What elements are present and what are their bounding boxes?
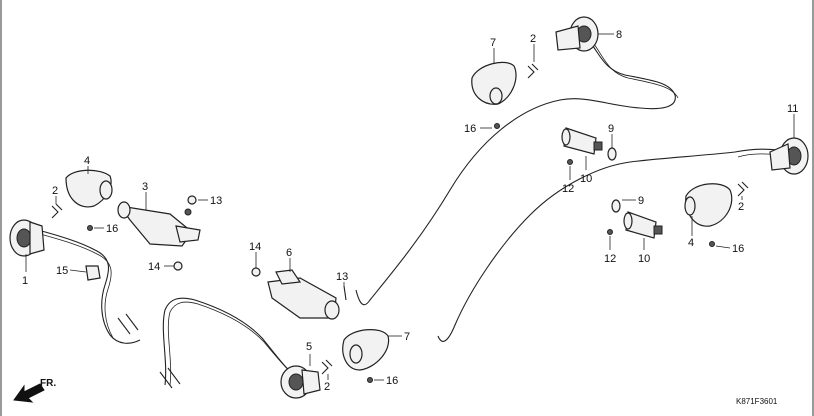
socket-8 bbox=[555, 16, 599, 52]
clip-2-top bbox=[527, 63, 539, 79]
grommet-13-left bbox=[187, 195, 197, 205]
callout-10-lower: 10 bbox=[638, 253, 650, 265]
wire-right bbox=[437, 148, 779, 342]
callout-5: 5 bbox=[306, 341, 312, 353]
wire-rear-left bbox=[162, 297, 298, 386]
wire-front-left-b bbox=[39, 233, 114, 339]
callout-2-right: 2 bbox=[738, 201, 744, 213]
screw-12-top bbox=[567, 159, 573, 165]
callout-3: 3 bbox=[142, 181, 148, 193]
callout-16-top: 16 bbox=[464, 123, 476, 135]
callout-9-top: 9 bbox=[608, 123, 614, 135]
front-arrow-label: FR. bbox=[40, 378, 56, 389]
screw-16-left bbox=[87, 225, 93, 231]
lens-4-right bbox=[684, 183, 733, 227]
screw-16-rear bbox=[367, 377, 373, 383]
socket-11 bbox=[769, 137, 809, 175]
connector-left-a bbox=[117, 313, 139, 335]
wire-front-left bbox=[37, 229, 141, 344]
callout-16-right: 16 bbox=[732, 243, 744, 255]
callout-15: 15 bbox=[56, 265, 68, 277]
connector-left-b bbox=[159, 367, 181, 389]
socket-5 bbox=[280, 365, 321, 399]
screw-16-right bbox=[709, 241, 715, 247]
callout-2-rear: 2 bbox=[324, 381, 330, 393]
lens-7-top bbox=[471, 61, 517, 105]
callout-1: 1 bbox=[22, 275, 28, 287]
socket-1 bbox=[9, 219, 45, 257]
lens-4-left bbox=[65, 169, 113, 208]
callout-14-left: 14 bbox=[148, 261, 160, 273]
screw-12-lower bbox=[607, 229, 613, 235]
callout-10-top: 10 bbox=[580, 173, 592, 185]
leader-15 bbox=[69, 269, 87, 273]
grommet-14-rear bbox=[251, 267, 261, 277]
lens-7-rear bbox=[342, 329, 390, 371]
wire-top bbox=[355, 41, 676, 306]
diagram-code: K871F3601 bbox=[736, 397, 778, 406]
wire-top-b bbox=[593, 43, 679, 99]
callout-12-top: 12 bbox=[562, 183, 574, 195]
callout-12-lower: 12 bbox=[604, 253, 616, 265]
bulb-9-top bbox=[607, 147, 617, 161]
bulb-9-lower bbox=[611, 199, 621, 213]
bulb-socket-10-top bbox=[561, 127, 603, 155]
clip-2-left bbox=[51, 203, 63, 219]
callout-16-rear: 16 bbox=[386, 375, 398, 387]
clamp-15 bbox=[85, 265, 101, 281]
bulb-socket-10-lower bbox=[623, 211, 663, 239]
callout-2-left: 2 bbox=[52, 185, 58, 197]
grommet-14-left bbox=[173, 261, 183, 271]
clip-2-rear bbox=[321, 359, 333, 375]
grommet-13-rear bbox=[343, 285, 347, 301]
clip-2-right bbox=[737, 181, 749, 197]
callout-8: 8 bbox=[616, 29, 622, 41]
callout-2-top: 2 bbox=[530, 33, 536, 45]
callout-16-left: 16 bbox=[106, 223, 118, 235]
callout-11: 11 bbox=[787, 103, 798, 115]
socket-3 bbox=[117, 201, 201, 247]
callout-13-rear: 13 bbox=[336, 271, 348, 283]
callout-4-left: 4 bbox=[84, 155, 90, 167]
front-arrow-icon bbox=[13, 383, 45, 403]
callout-4-right: 4 bbox=[688, 237, 694, 249]
callout-7-rear: 7 bbox=[404, 331, 410, 343]
callout-7-top: 7 bbox=[490, 37, 496, 49]
callout-13-left: 13 bbox=[210, 195, 222, 207]
callout-14-rear: 14 bbox=[249, 241, 261, 253]
callout-9-lower: 9 bbox=[638, 195, 644, 207]
callout-6: 6 bbox=[286, 247, 292, 259]
socket-6 bbox=[267, 269, 340, 320]
leader-16d bbox=[715, 245, 731, 249]
screw-16-top bbox=[494, 123, 500, 129]
wire-rear-left-b bbox=[167, 301, 300, 386]
